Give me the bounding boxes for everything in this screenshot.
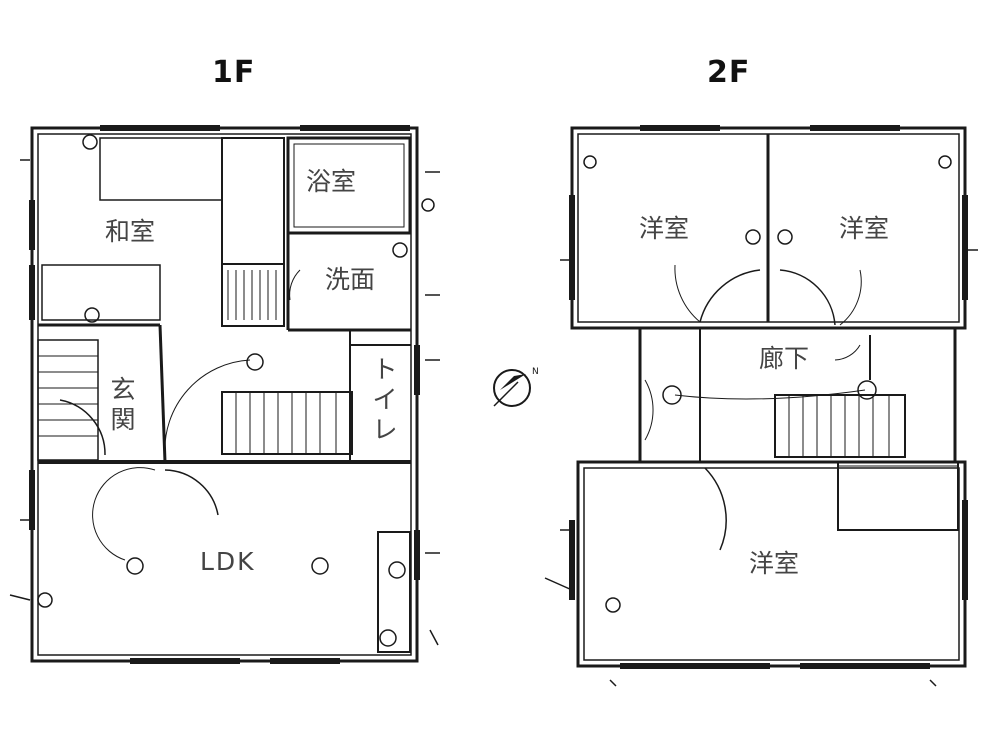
compass-north-mark: N bbox=[532, 367, 539, 377]
room-label-washitsu: 和室 bbox=[102, 217, 159, 247]
room-label-western-ne: 洋室 bbox=[836, 214, 893, 244]
floor-title-2f: 2F bbox=[707, 55, 751, 90]
room-label-bath: 浴室 bbox=[303, 167, 360, 197]
room-label-washroom: 洗面 bbox=[322, 265, 379, 295]
room-label-ldk: LDK bbox=[197, 547, 259, 577]
floor-title-1f: 1F bbox=[212, 55, 256, 90]
room-label-entrance: 玄関 bbox=[106, 372, 140, 438]
room-label-toilet: トイレ bbox=[368, 352, 402, 448]
room-label-western-nw: 洋室 bbox=[636, 214, 693, 244]
room-label-western-s: 洋室 bbox=[746, 549, 803, 579]
compass-icon: N bbox=[493, 367, 539, 407]
1f-walls bbox=[9, 125, 440, 664]
2f-walls bbox=[544, 125, 978, 687]
room-label-hallway: 廊下 bbox=[756, 344, 813, 374]
